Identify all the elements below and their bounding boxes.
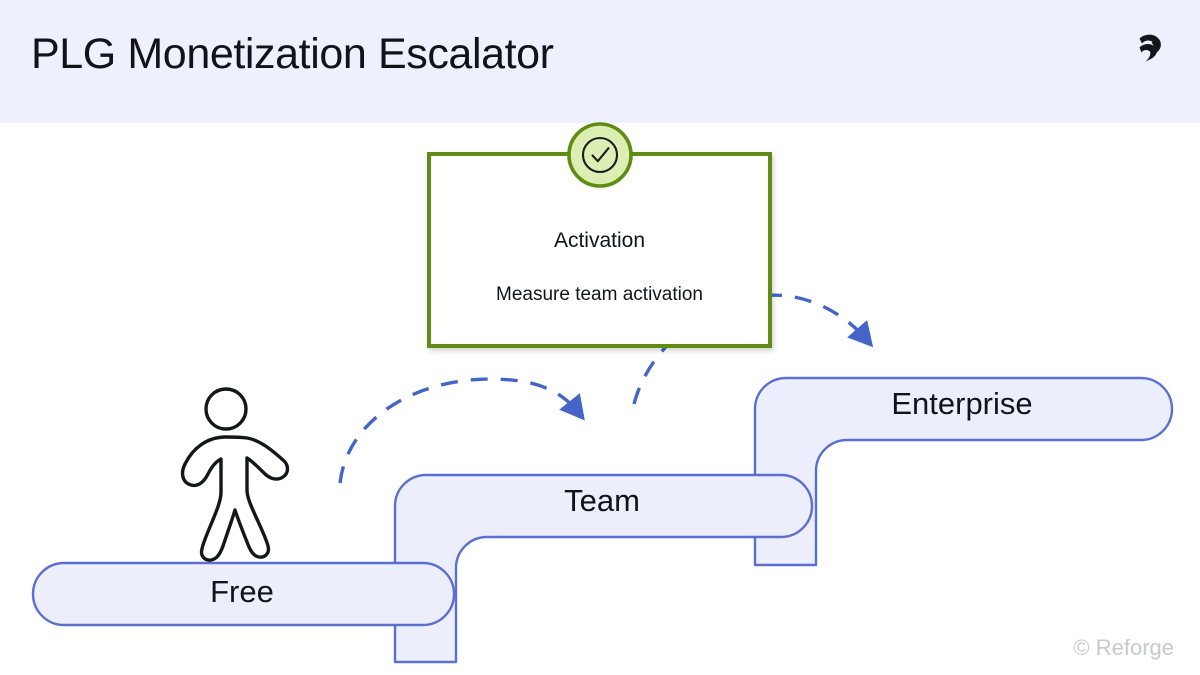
arrow-team-to-enterprise bbox=[632, 293, 874, 405]
step-shape-enterprise bbox=[753, 376, 1174, 567]
copyright-credit: © Reforge bbox=[1073, 635, 1174, 660]
check-circle-icon bbox=[565, 120, 635, 190]
step-label-team: Team bbox=[564, 483, 640, 518]
step-label-enterprise: Enterprise bbox=[891, 386, 1033, 421]
arrow-free-to-team bbox=[338, 377, 585, 484]
reforge-logo-icon bbox=[1131, 26, 1173, 68]
callout-title: Activation bbox=[553, 229, 646, 252]
callout-subtitle: Measure team activation bbox=[496, 284, 703, 305]
header-band bbox=[0, 0, 1200, 123]
page-title: PLG Monetization Escalator bbox=[31, 30, 554, 78]
activation-callout-box: Activation Measure team activation bbox=[427, 152, 772, 348]
step-label-free: Free bbox=[210, 574, 274, 609]
walking-person-icon bbox=[176, 382, 296, 562]
step-shape-free bbox=[31, 561, 456, 627]
step-shape-team bbox=[393, 473, 814, 664]
